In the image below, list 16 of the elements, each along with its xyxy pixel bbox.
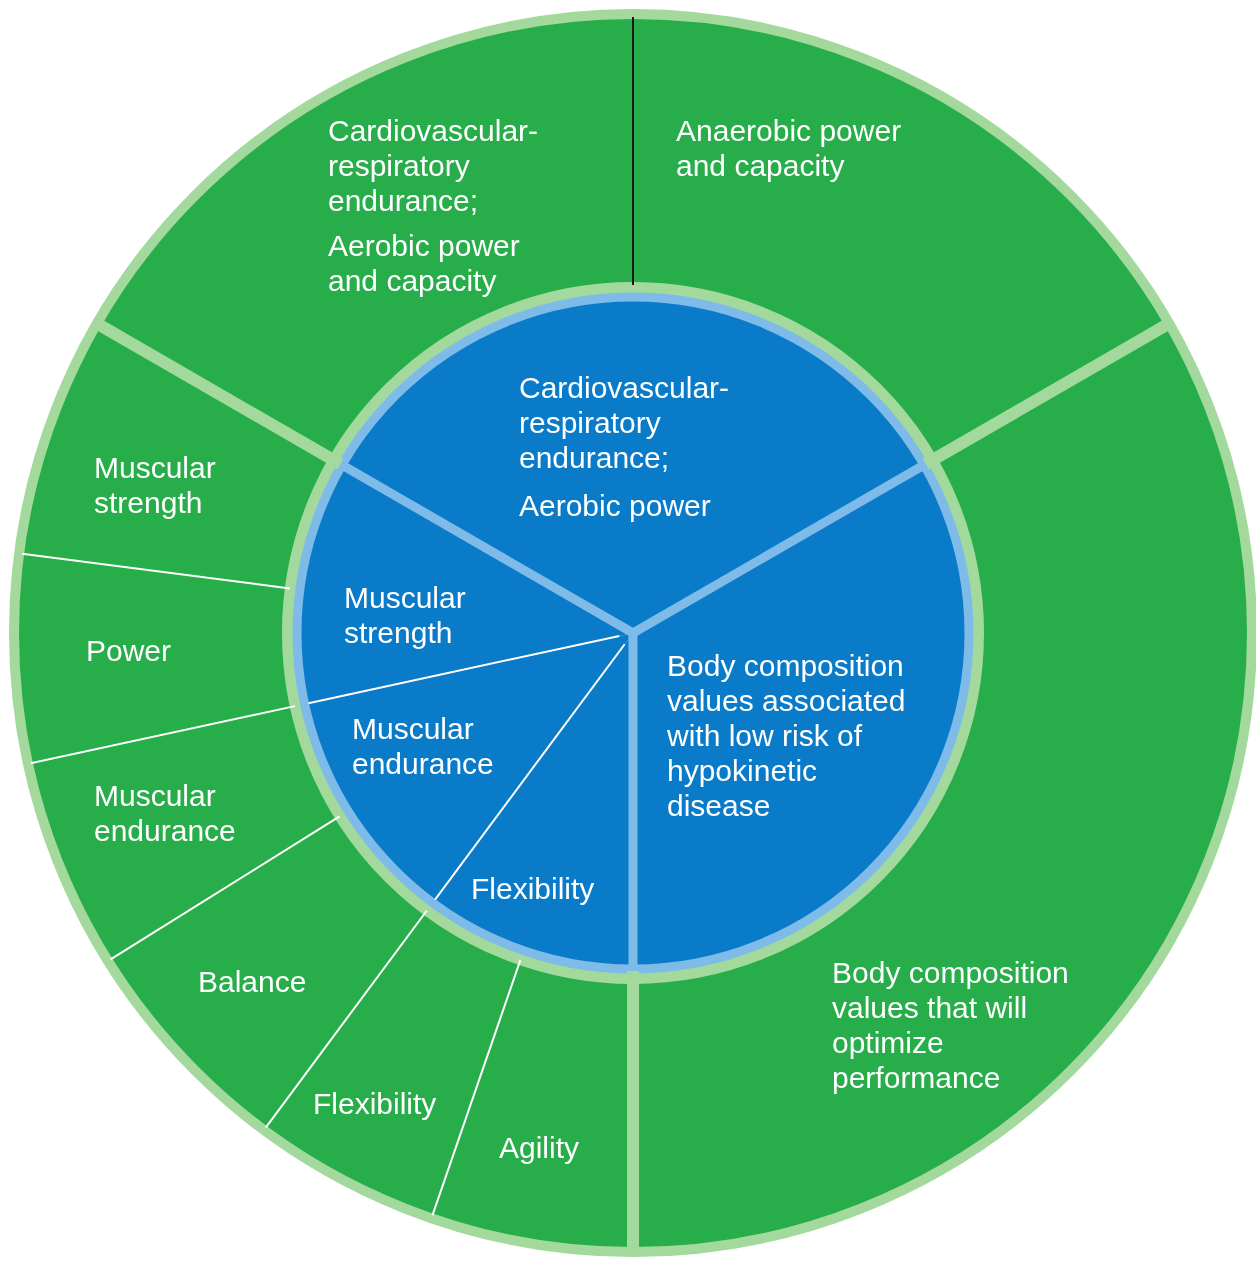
segment-label: Power <box>86 633 173 668</box>
segment-label: Muscular endurance <box>94 778 237 848</box>
segment-label: Flexibility <box>471 871 596 906</box>
segment-label: Muscular strength <box>94 450 217 520</box>
segment-label: Body composition values associated with low risk of hypokinetic disease <box>667 648 907 823</box>
segment-label: Aerobic power and capacity <box>328 228 521 298</box>
segment-label: Aerobic power <box>519 488 712 523</box>
segment-label: Muscular endurance <box>352 711 495 781</box>
segment-label: Cardiovascular-respiratory endurance; <box>519 370 731 475</box>
segment-label: Agility <box>499 1130 581 1165</box>
segment-label: Cardiovascular-respiratory endurance; <box>328 113 540 218</box>
segment-label: Muscular strength <box>344 580 467 650</box>
segment-label: Body composition values that will optimize performance <box>832 955 1070 1095</box>
segment-label: Flexibility <box>313 1086 438 1121</box>
segment-label: Anaerobic power and capacity <box>676 113 903 183</box>
segment-label: Balance <box>198 964 308 999</box>
